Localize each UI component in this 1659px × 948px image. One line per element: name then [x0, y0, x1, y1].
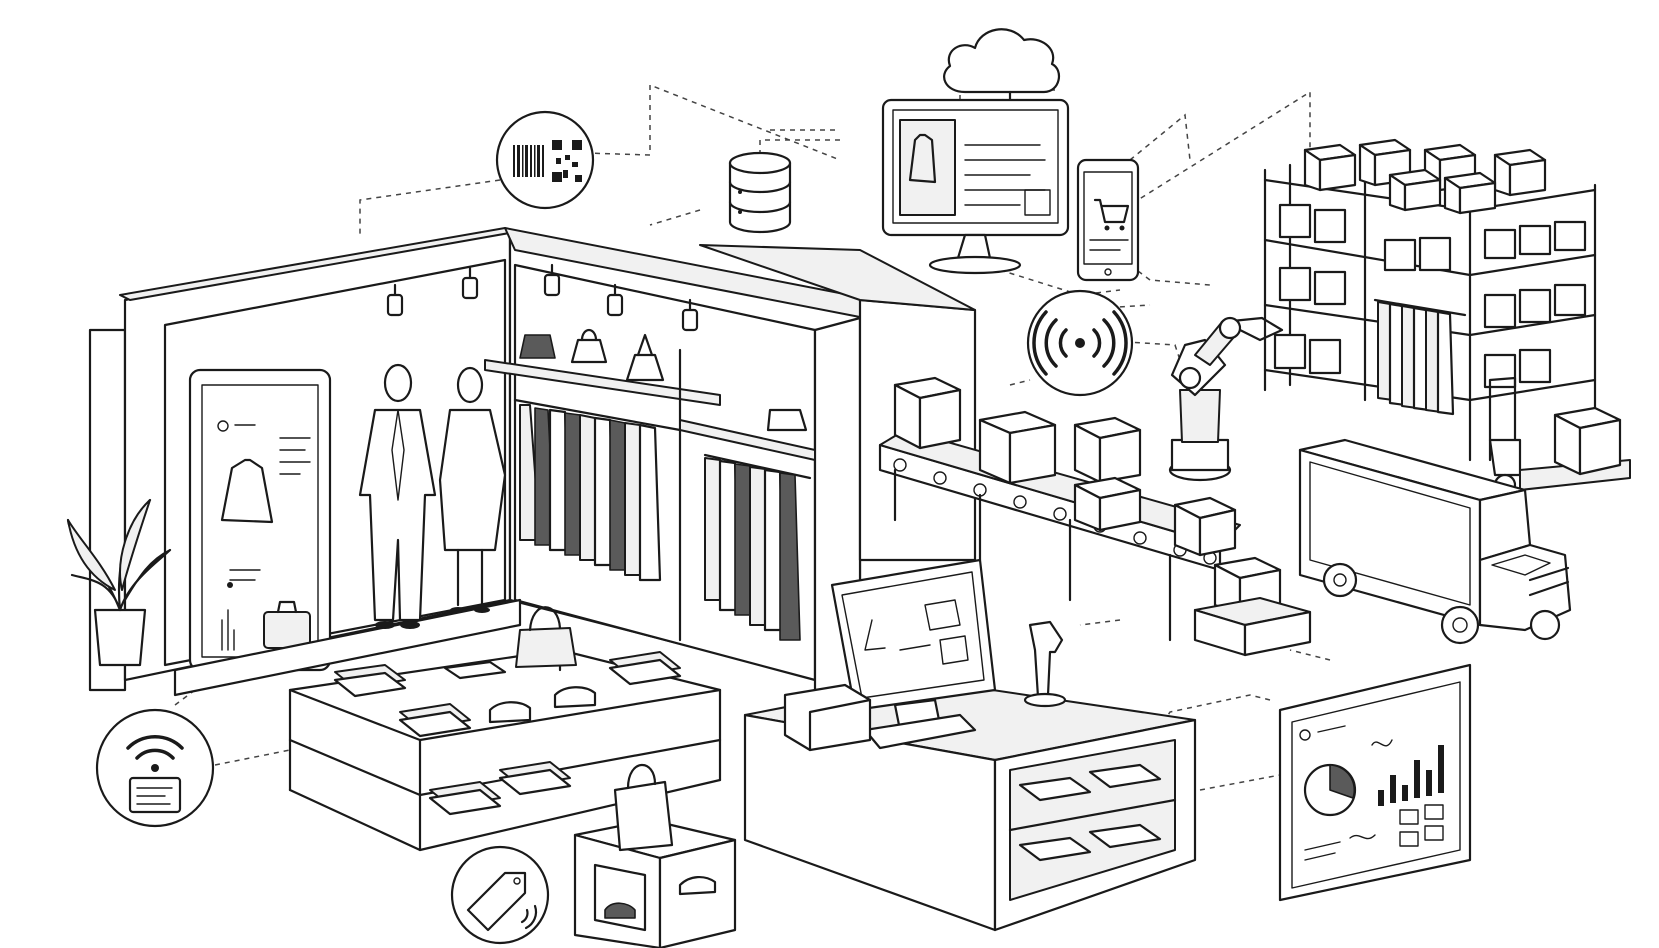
database-icon [728, 151, 792, 234]
nfc-tag-icon [450, 845, 550, 945]
conveyor-belt-icon [878, 376, 1312, 657]
rfid-signal-icon [1026, 289, 1134, 397]
mannequin-male [358, 363, 437, 629]
clothing-rack-right [703, 453, 812, 641]
warehouse-shelves-icon [1263, 138, 1597, 462]
cloud-icon [943, 28, 1061, 108]
clothing-rack-left [513, 398, 682, 582]
clothing-store-icon [88, 227, 977, 697]
smartphone-cart-icon [1076, 158, 1140, 282]
display-table [288, 606, 722, 852]
signage-kiosk [188, 368, 332, 672]
shelf-boxes-top [1303, 138, 1547, 215]
spotlight-row [386, 263, 699, 332]
handheld-scanner-icon [1023, 620, 1067, 708]
dashboard-bars [1378, 745, 1444, 806]
mannequin-female [438, 366, 507, 613]
desktop-monitor-icon [881, 98, 1070, 275]
wifi-device-icon [95, 708, 215, 828]
potted-plant-icon [66, 498, 172, 667]
warehouse-hanging-clothes [1373, 298, 1467, 416]
shelf-boxes-middle [1273, 203, 1587, 389]
pallet-jack-icon [1488, 376, 1631, 497]
robot-arm-icon [1168, 316, 1284, 482]
analytics-dashboard-icon [1278, 663, 1472, 902]
shoe-display-cube [573, 763, 737, 948]
barcode-qr-icon [495, 110, 595, 210]
delivery-truck-icon [1298, 438, 1572, 645]
pos-terminal-icon [783, 558, 997, 752]
